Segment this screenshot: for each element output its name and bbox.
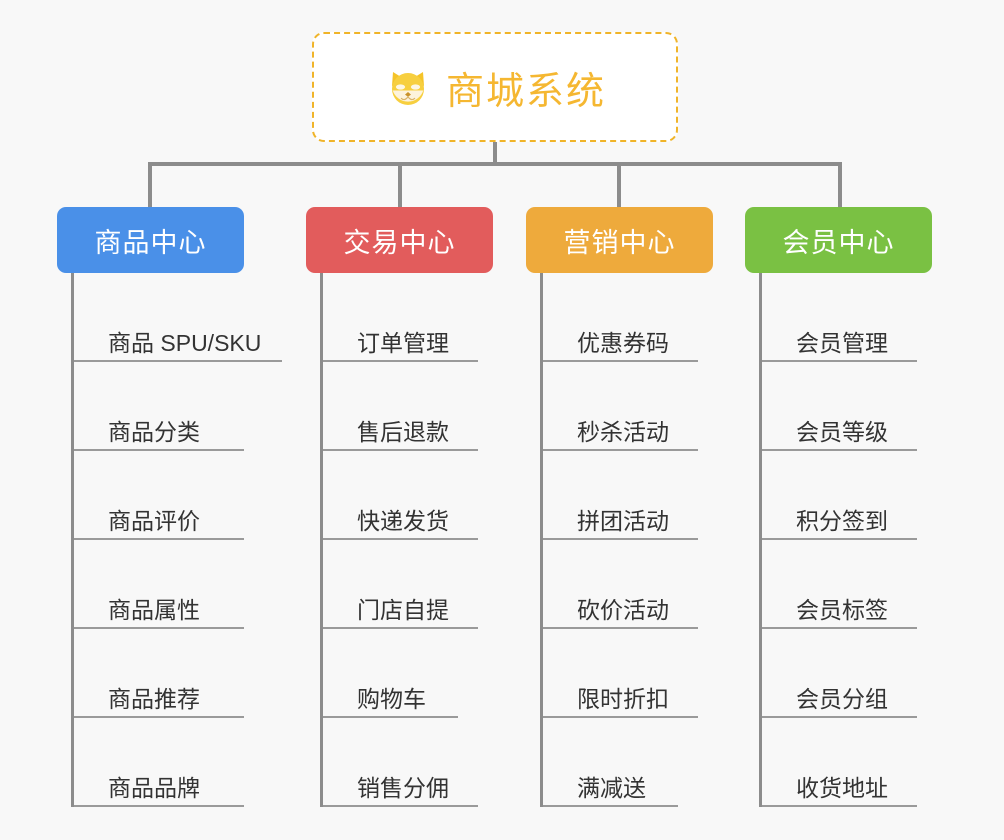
list-item[interactable]: 砍价活动 <box>543 540 713 629</box>
item-underline <box>543 449 698 451</box>
root-node[interactable]: 商城系统 <box>312 32 678 142</box>
item-label: 积分签到 <box>796 507 888 534</box>
item-underline <box>543 627 698 629</box>
category-label: 会员中心 <box>782 227 895 258</box>
branch-marketing-center: 营销中心 优惠券码 秒杀活动 拼团活动 砍价活动 限时折扣 <box>526 207 713 807</box>
list-item[interactable]: 会员分组 <box>762 629 932 718</box>
list-item[interactable]: 限时折扣 <box>543 629 713 718</box>
item-underline <box>543 716 698 718</box>
item-list-trade-center: 订单管理 售后退款 快递发货 门店自提 购物车 销售分佣 <box>320 273 493 807</box>
item-underline <box>323 716 458 718</box>
item-underline <box>323 805 478 807</box>
item-label: 收货地址 <box>796 774 888 801</box>
item-label: 秒杀活动 <box>577 418 669 445</box>
item-label: 拼团活动 <box>577 507 669 534</box>
item-underline <box>74 716 244 718</box>
list-item[interactable]: 订单管理 <box>323 273 493 362</box>
category-label: 商品中心 <box>94 227 207 258</box>
list-item[interactable]: 快递发货 <box>323 451 493 540</box>
item-underline <box>543 538 698 540</box>
item-underline <box>74 627 244 629</box>
item-underline <box>323 538 478 540</box>
list-item[interactable]: 商品 SPU/SKU <box>74 273 282 362</box>
item-label: 售后退款 <box>357 418 449 445</box>
item-list-product-center: 商品 SPU/SKU 商品分类 商品评价 商品属性 商品推荐 商品品牌 <box>71 273 282 807</box>
item-label: 会员标签 <box>796 596 888 623</box>
list-item[interactable]: 会员管理 <box>762 273 932 362</box>
list-item[interactable]: 秒杀活动 <box>543 362 713 451</box>
list-item[interactable]: 满减送 <box>543 718 713 807</box>
item-underline <box>543 360 698 362</box>
item-underline <box>74 538 244 540</box>
list-item[interactable]: 商品分类 <box>74 362 244 451</box>
list-item[interactable]: 商品评价 <box>74 451 244 540</box>
item-label: 会员分组 <box>796 685 888 712</box>
item-underline <box>762 360 917 362</box>
item-label: 快递发货 <box>357 507 449 534</box>
item-label: 优惠券码 <box>577 329 669 356</box>
item-underline <box>762 716 917 718</box>
category-label: 营销中心 <box>563 227 676 258</box>
connector-drop-marketing <box>617 162 621 209</box>
item-label: 销售分佣 <box>357 774 449 801</box>
item-label: 商品评价 <box>108 507 200 534</box>
connector-horizontal-bus <box>148 162 842 166</box>
item-label: 购物车 <box>357 685 426 712</box>
item-label: 会员管理 <box>796 329 888 356</box>
item-label: 商品分类 <box>108 418 200 445</box>
connector-drop-product <box>148 162 152 209</box>
item-label: 订单管理 <box>357 329 449 356</box>
item-underline <box>323 449 478 451</box>
connector-drop-member <box>838 162 842 209</box>
root-title: 商城系统 <box>445 70 606 113</box>
item-underline <box>74 360 282 362</box>
item-label: 商品 SPU/SKU <box>108 329 262 356</box>
list-item[interactable]: 售后退款 <box>323 362 493 451</box>
list-item[interactable]: 商品属性 <box>74 540 244 629</box>
branch-product-center: 商品中心 商品 SPU/SKU 商品分类 商品评价 商品属性 商品推荐 <box>57 207 282 807</box>
item-label: 会员等级 <box>796 418 888 445</box>
item-underline <box>762 627 917 629</box>
category-header-member-center[interactable]: 会员中心 <box>745 207 932 273</box>
list-item[interactable]: 门店自提 <box>323 540 493 629</box>
item-underline <box>74 449 244 451</box>
list-item[interactable]: 会员标签 <box>762 540 932 629</box>
item-list-member-center: 会员管理 会员等级 积分签到 会员标签 会员分组 收货地址 <box>759 273 932 807</box>
category-label: 交易中心 <box>343 227 456 258</box>
item-label: 商品属性 <box>108 596 200 623</box>
item-label: 商品推荐 <box>108 685 200 712</box>
item-underline <box>762 538 917 540</box>
item-underline <box>74 805 244 807</box>
list-item[interactable]: 拼团活动 <box>543 451 713 540</box>
connector-root-stem <box>493 142 497 164</box>
item-label: 限时折扣 <box>577 685 669 712</box>
list-item[interactable]: 优惠券码 <box>543 273 713 362</box>
item-label: 砍价活动 <box>577 596 669 623</box>
category-header-product-center[interactable]: 商品中心 <box>57 207 244 273</box>
item-underline <box>762 449 917 451</box>
item-underline <box>323 627 478 629</box>
item-label: 满减送 <box>577 774 646 801</box>
list-item[interactable]: 购物车 <box>323 629 493 718</box>
shiba-dog-icon <box>384 63 432 111</box>
list-item[interactable]: 商品推荐 <box>74 629 244 718</box>
category-header-trade-center[interactable]: 交易中心 <box>306 207 493 273</box>
list-item[interactable]: 商品品牌 <box>74 718 244 807</box>
item-list-marketing-center: 优惠券码 秒杀活动 拼团活动 砍价活动 限时折扣 满减送 <box>540 273 713 807</box>
connector-drop-trade <box>398 162 402 209</box>
item-underline <box>323 360 478 362</box>
branch-member-center: 会员中心 会员管理 会员等级 积分签到 会员标签 会员分组 <box>745 207 932 807</box>
list-item[interactable]: 收货地址 <box>762 718 932 807</box>
item-label: 商品品牌 <box>108 774 200 801</box>
item-label: 门店自提 <box>357 596 449 623</box>
list-item[interactable]: 销售分佣 <box>323 718 493 807</box>
category-header-marketing-center[interactable]: 营销中心 <box>526 207 713 273</box>
list-item[interactable]: 积分签到 <box>762 451 932 540</box>
item-underline <box>762 805 917 807</box>
item-underline <box>543 805 678 807</box>
branch-trade-center: 交易中心 订单管理 售后退款 快递发货 门店自提 购物车 <box>306 207 493 807</box>
list-item[interactable]: 会员等级 <box>762 362 932 451</box>
